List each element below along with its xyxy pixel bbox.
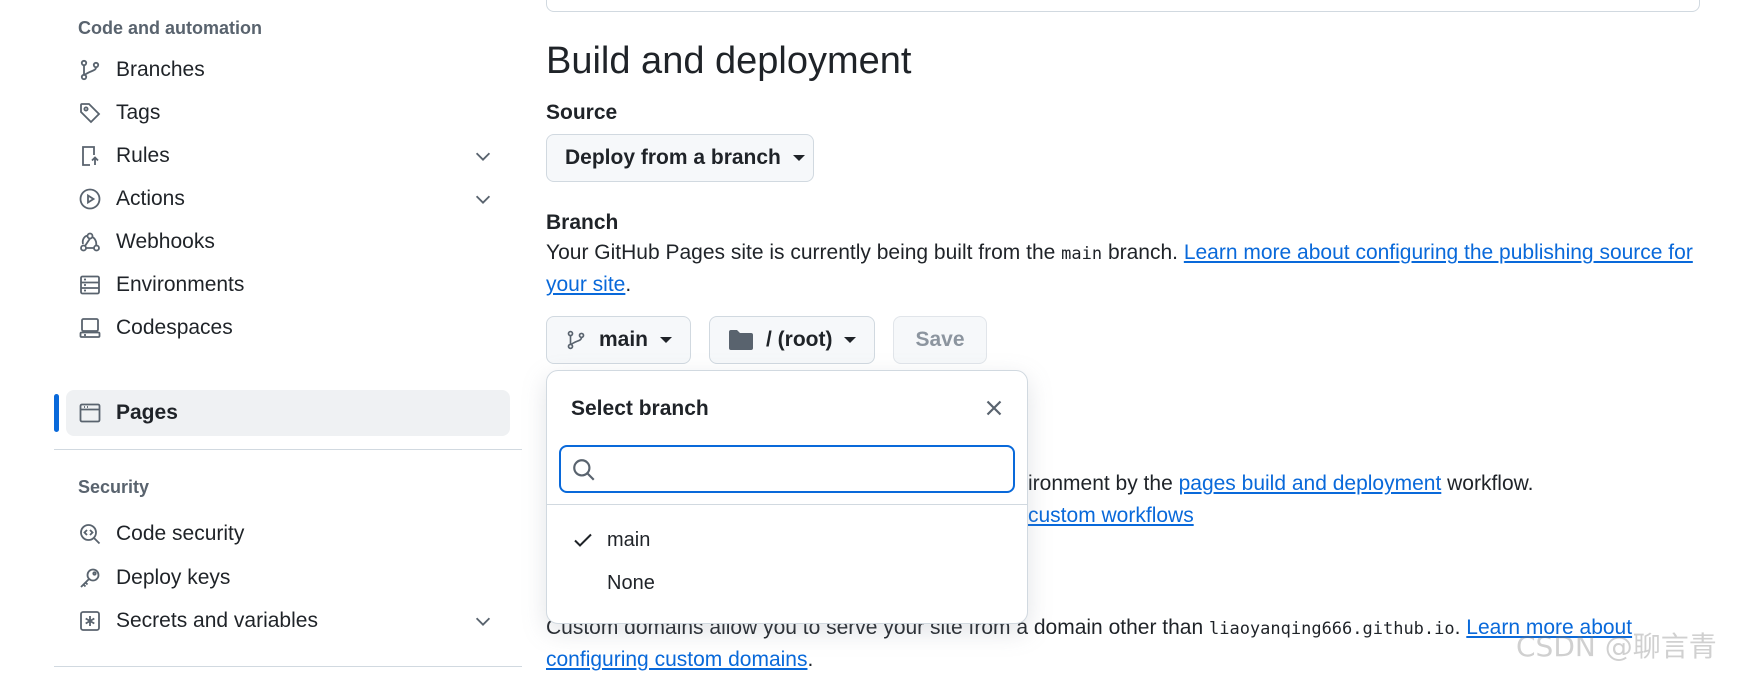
- watermark-text: CSDN @聊言青: [1516, 630, 1717, 663]
- branch-code: main: [1061, 244, 1103, 264]
- active-indicator: [54, 394, 59, 432]
- sidebar-item-label: Rules: [116, 144, 170, 167]
- folder-select-button[interactable]: / (root): [709, 316, 875, 364]
- sidebar-item-label: Deploy keys: [116, 566, 231, 589]
- sidebar-item-webhooks[interactable]: Webhooks: [66, 219, 510, 265]
- webhook-icon: [78, 230, 102, 254]
- save-button[interactable]: Save: [893, 316, 987, 364]
- sidebar-item-label: Webhooks: [116, 230, 215, 253]
- sidebar-item-codespaces[interactable]: Codespaces: [66, 305, 510, 351]
- page-heading: Build and deployment: [546, 40, 912, 82]
- sidebar-item-label: Code security: [116, 522, 245, 545]
- select-branch-dropdown: Select branch main None: [546, 370, 1028, 624]
- sidebar-item-pages[interactable]: Pages: [66, 390, 510, 436]
- workflow-text: ironment by the: [1028, 472, 1179, 495]
- branch-text: branch.: [1102, 241, 1184, 264]
- learn-more-publishing-link[interactable]: Learn more about configuring the publish…: [1183, 241, 1693, 264]
- sidebar-item-label: Tags: [116, 101, 161, 124]
- chevron-down-icon[interactable]: [472, 188, 494, 210]
- period-text: .: [625, 273, 632, 296]
- branch-button-label: main: [599, 328, 649, 351]
- branch-text: Your GitHub Pages site is currently bein…: [546, 241, 1062, 264]
- caret-down-icon: [844, 337, 857, 343]
- learn-more-domains-link[interactable]: Learn more about: [1466, 616, 1633, 639]
- period-text: .: [807, 648, 814, 671]
- section-title-security: Security: [78, 477, 150, 497]
- dropdown-separator: [547, 504, 1027, 505]
- sidebar-item-label: Actions: [116, 187, 185, 210]
- branch-option-label: None: [607, 571, 655, 594]
- source-label: Source: [546, 101, 618, 124]
- sidebar-item-label: Codespaces: [116, 316, 233, 339]
- source-button-label: Deploy from a branch: [565, 146, 781, 169]
- branch-search-field[interactable]: [559, 445, 1015, 493]
- branch-description-line2: your site.: [546, 269, 631, 301]
- tag-icon: [78, 101, 102, 125]
- sidebar-item-rules[interactable]: Rules: [66, 133, 510, 179]
- codespaces-icon: [78, 316, 102, 340]
- rules-icon: [78, 144, 102, 168]
- configuring-custom-domains-link[interactable]: configuring custom domains: [546, 648, 808, 671]
- browser-icon: [78, 401, 102, 425]
- key-icon: [78, 566, 102, 590]
- caret-down-icon: [660, 337, 673, 343]
- sidebar-item-deploy-keys[interactable]: Deploy keys: [66, 555, 510, 601]
- codescan-icon: [78, 522, 102, 546]
- source-dropdown-button[interactable]: Deploy from a branch: [546, 134, 814, 182]
- workflow-description: ironment by the pages build and deployme…: [1028, 468, 1534, 500]
- branch-select-button[interactable]: main: [546, 316, 691, 364]
- check-icon: [574, 533, 592, 547]
- dropdown-title: Select branch: [571, 397, 709, 420]
- branch-search-input[interactable]: [609, 455, 999, 483]
- settings-sidebar: Code and automation Branches Tags Rules …: [0, 0, 525, 674]
- sidebar-item-label: Pages: [116, 401, 178, 424]
- sidebar-item-label: Environments: [116, 273, 245, 296]
- sidebar-divider: [54, 666, 522, 667]
- chevron-down-icon[interactable]: [472, 610, 494, 632]
- pages-build-deployment-link[interactable]: pages build and deployment: [1178, 472, 1442, 495]
- previous-section-box: [546, 0, 1700, 12]
- branch-option-none[interactable]: None: [555, 561, 1019, 605]
- folder-button-label: / (root): [766, 328, 833, 351]
- branch-description: Your GitHub Pages site is currently bein…: [546, 237, 1706, 270]
- sidebar-item-code-security[interactable]: Code security: [66, 511, 510, 557]
- git-branch-icon: [565, 329, 587, 351]
- sidebar-divider: [54, 449, 522, 450]
- server-icon: [78, 273, 102, 297]
- sidebar-item-tags[interactable]: Tags: [66, 90, 510, 136]
- search-icon: [573, 459, 595, 481]
- play-icon: [78, 187, 102, 211]
- domain-code: liaoyanqing666.github.io: [1208, 619, 1455, 639]
- caret-down-icon: [792, 155, 805, 161]
- branch-option-main[interactable]: main: [555, 518, 1019, 562]
- learn-more-publishing-link[interactable]: your site: [546, 273, 626, 296]
- branch-label: Branch: [546, 211, 619, 234]
- branch-option-label: main: [607, 528, 651, 551]
- sidebar-item-branches[interactable]: Branches: [66, 47, 510, 93]
- sidebar-item-label: Branches: [116, 58, 205, 81]
- sidebar-item-label: Secrets and variables: [116, 609, 318, 632]
- custom-workflows-link[interactable]: custom workflows: [1028, 504, 1194, 527]
- sidebar-item-environments[interactable]: Environments: [66, 262, 510, 308]
- folder-icon: [728, 329, 754, 351]
- close-icon[interactable]: [981, 395, 1007, 421]
- git-branch-icon: [78, 58, 102, 82]
- custom-workflows-line: custom workflows: [1028, 500, 1194, 532]
- domain-text: .: [1454, 616, 1467, 639]
- custom-domain-description-line2: configuring custom domains.: [546, 644, 813, 674]
- workflow-text: workflow.: [1441, 472, 1534, 495]
- chevron-down-icon[interactable]: [472, 145, 494, 167]
- sidebar-item-secrets-variables[interactable]: Secrets and variables: [66, 598, 510, 644]
- section-title-code-automation: Code and automation: [78, 18, 262, 38]
- asterisk-icon: [78, 609, 102, 633]
- sidebar-item-actions[interactable]: Actions: [66, 176, 510, 222]
